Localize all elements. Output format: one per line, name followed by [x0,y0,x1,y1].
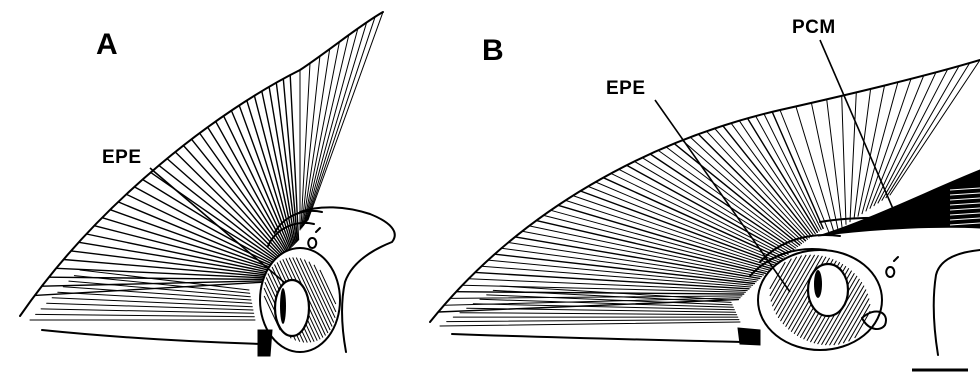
fin-ray [52,298,252,307]
panel-a-fin-base [42,330,262,344]
fin-ray [36,314,255,316]
fin-ray [854,89,871,219]
panel-a-letter: A [96,28,118,61]
fin-ray [886,63,970,198]
fin-ray [882,66,959,200]
fin-ray [41,309,254,313]
fin-ray [440,322,740,326]
panel-b-pcm-label: PCM [792,17,836,38]
panel-b-dark-base [738,328,760,345]
panel-a-epe-label: EPE [102,147,142,168]
fin-ray [690,137,803,242]
panel-b: B EPE PCM [430,17,980,370]
fin-ray [47,303,253,310]
panel-a: A EPE [20,12,395,356]
fin-ray [723,126,812,237]
panel-b-letter: B [482,34,504,67]
panel-a-dark-base [258,330,272,356]
fin-ray [175,152,281,257]
fin-ray [878,69,948,203]
fin-ray [303,49,330,227]
panel-b-pcm-leader [820,40,900,225]
fin-ray [301,63,310,229]
panel-a-ear-mark [308,228,320,248]
fin-ray [305,28,358,223]
fin-ray [460,313,737,315]
fin-ray [447,320,739,322]
fin-ray [827,99,842,227]
panel-b-body-lower [934,250,980,355]
fin-ray [558,205,771,268]
fin-ray [306,22,367,222]
panel-b-muscle-cluster [758,250,886,350]
panel-b-ear-mark [886,257,898,277]
panel-b-eye [808,264,848,316]
panel-b-eye-highlight [814,270,822,298]
fin-ray [739,121,815,234]
panel-a-eye-highlight [280,288,286,324]
fin-ray [842,96,846,225]
fin-ray [756,116,820,231]
fin-ray [780,110,830,235]
fin-ray [522,231,762,276]
fin-ray [566,200,773,266]
fin-ray [304,42,340,226]
fin-ray [596,182,781,260]
panel-b-fin-rays [438,60,980,326]
fin-ray [307,17,375,221]
panel-b-fin-base [452,334,742,342]
panel-b-epe-label: EPE [606,78,646,99]
